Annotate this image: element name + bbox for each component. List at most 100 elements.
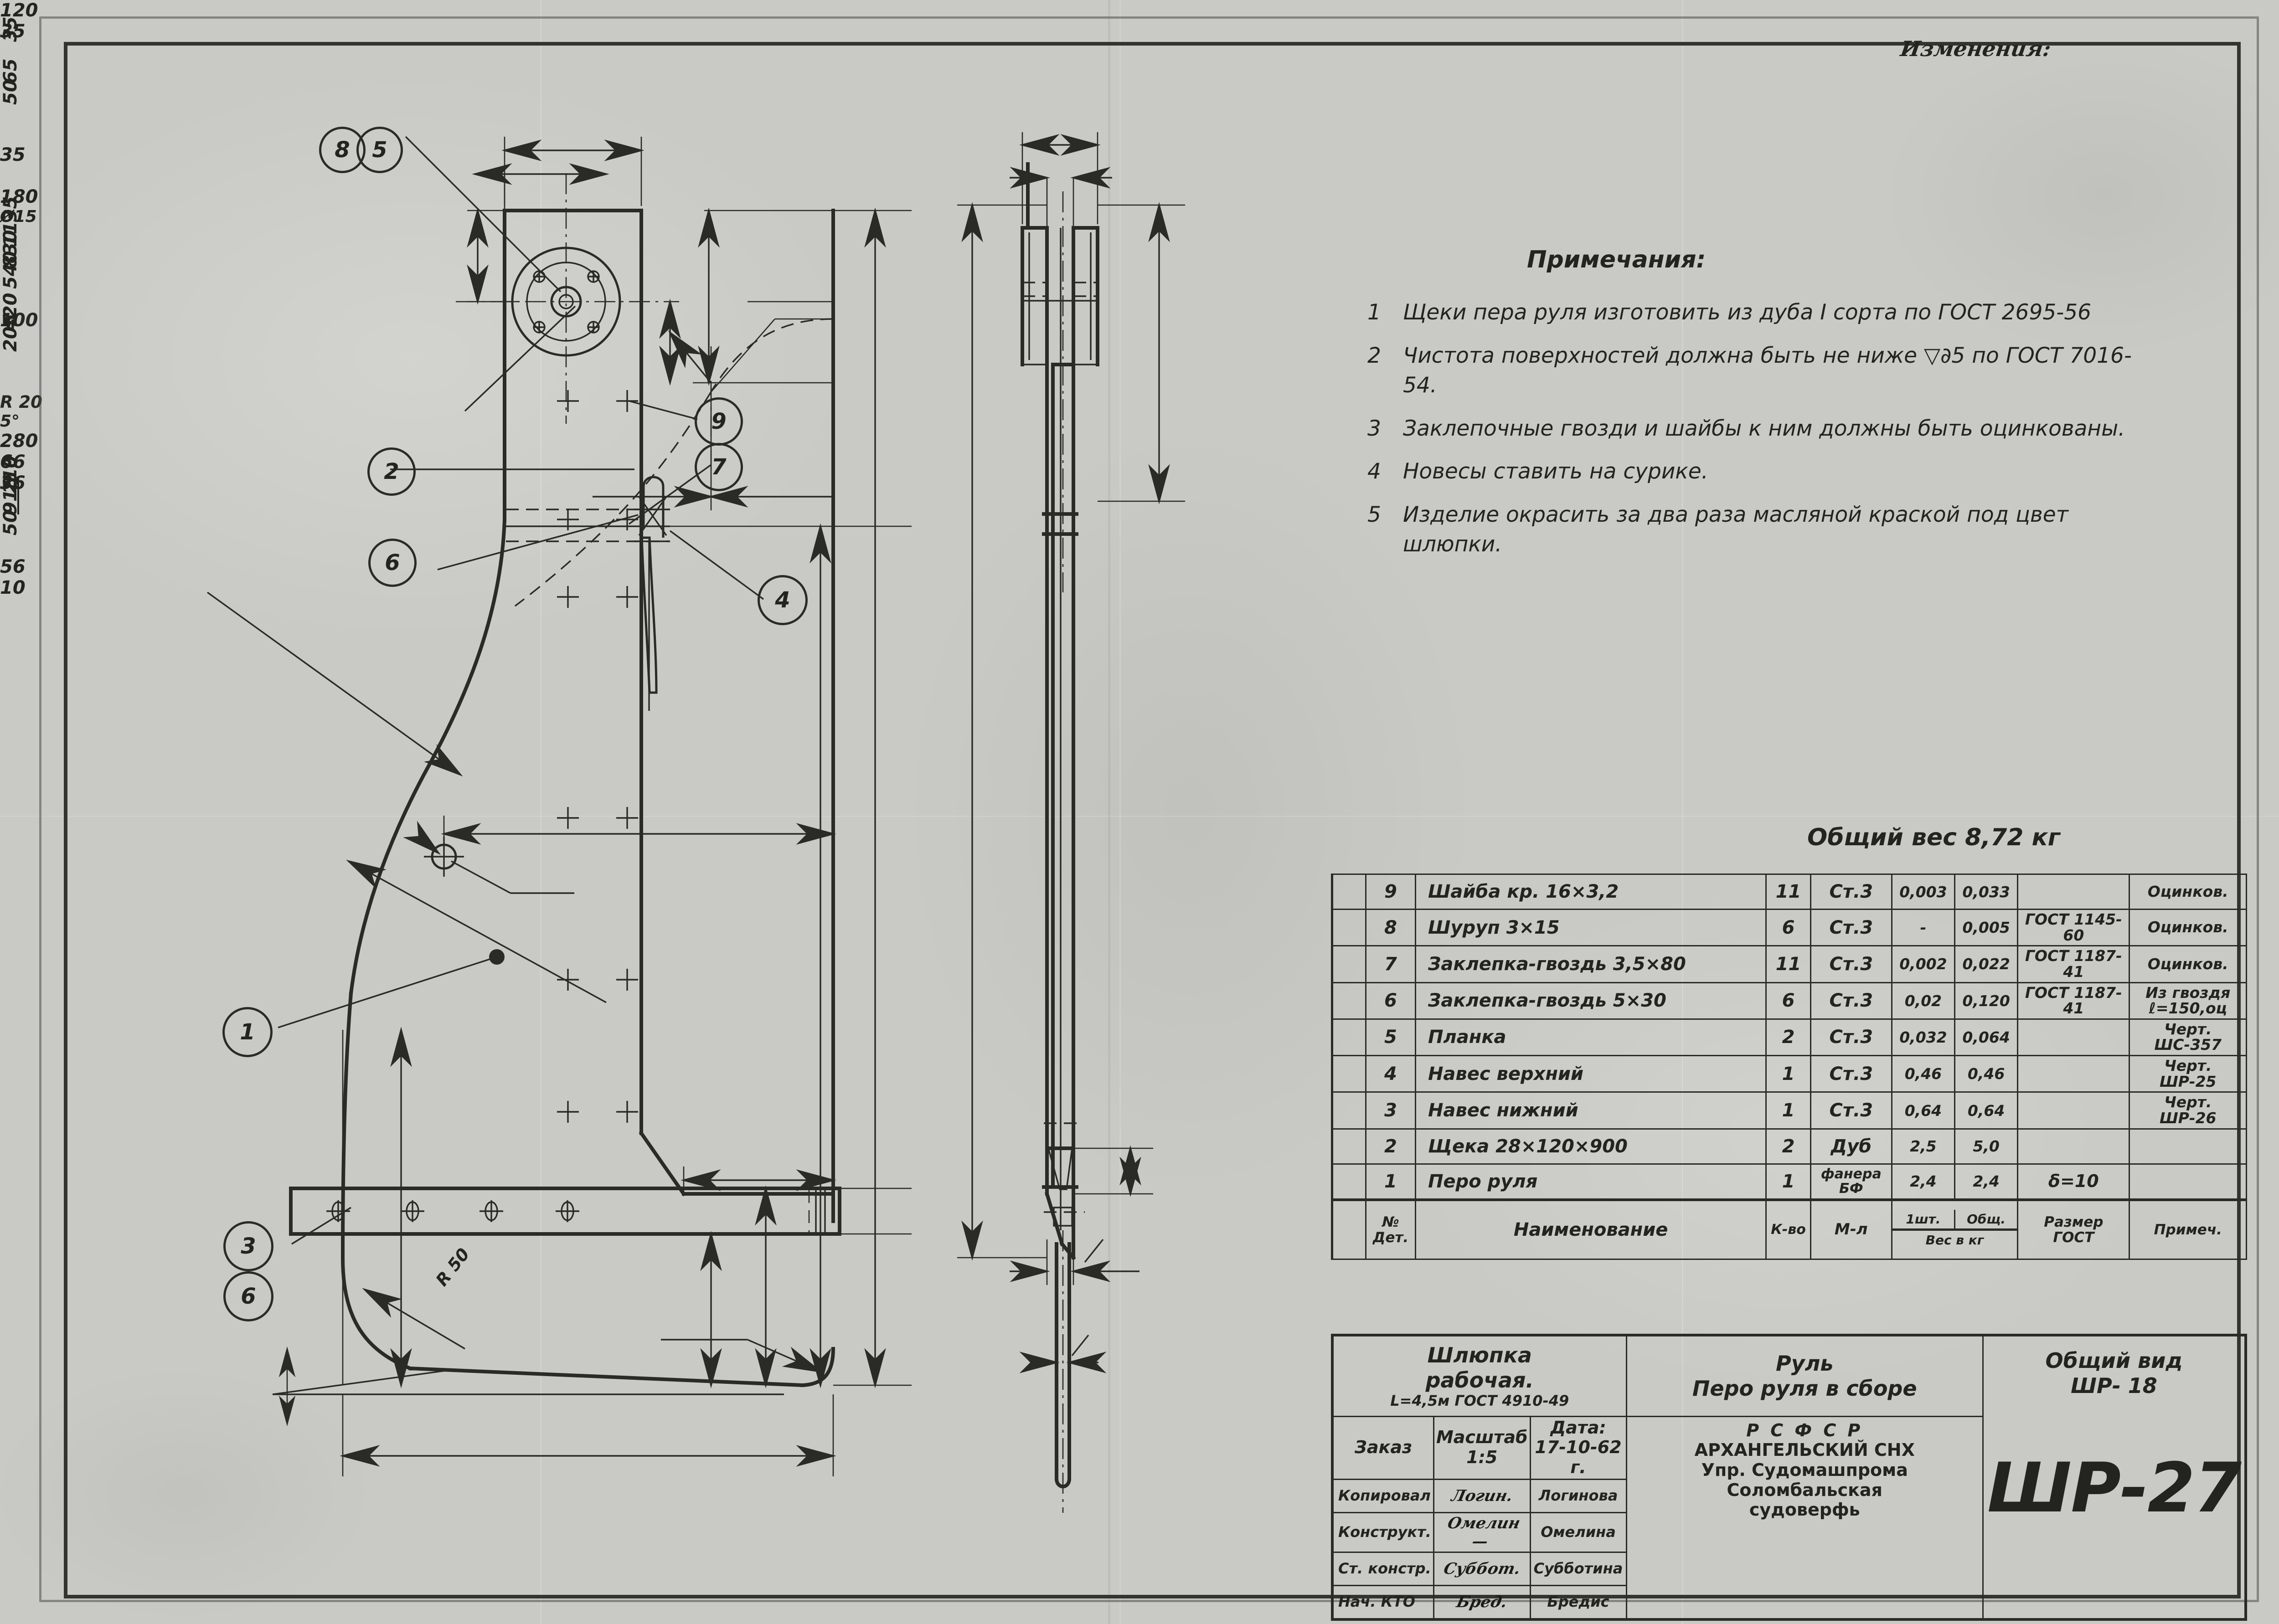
bom-material: фанера БФ [1810,1163,1892,1201]
bom-size-gost: δ=10 [2017,1163,2130,1201]
dim-r20: R 20 [0,392,42,412]
scale-label: Масштаб [1436,1427,1528,1448]
notes-title: Примечания: [1527,246,1706,273]
dim-36: 36 [0,473,26,493]
table-row: 2 Щека 28×120×900 2 Дуб 2,5 5,0 [1331,1128,2247,1165]
dim-dia-15: Ø15 [0,207,37,226]
part-name-cell: Руль Перо руля в сборе [1625,1334,1984,1417]
bom-item-number: 9 [1365,874,1416,910]
fold-highlight-center [1119,0,1121,1624]
signature-row: Конструкт. Омелин — Омелина [1331,1511,2246,1553]
dim-50-side: 50 [0,510,21,535]
bom-spacer [1331,1198,1366,1260]
role-label: Ст. констр. [1331,1551,1434,1586]
fold-highlight-left [540,0,541,1624]
signature-row: Ст. констр. Суббот. Субботина [1331,1551,2246,1586]
scale-cell: Масштаб 1:5 [1433,1415,1531,1480]
bom-header-weight-total: Общ. [1967,1212,2006,1227]
org-line-1: Р С Ф С Р [1746,1420,1863,1440]
bom-weight-unit: 0,64 [1891,1091,1956,1130]
dim-120: 120 [0,0,38,21]
dim-35-mid: 35 [0,144,26,165]
bom-header-size-gost: Размер ГОСТ [2017,1198,2130,1260]
bom-header-material: М-л [1810,1198,1892,1260]
bom-weight-total: 0,022 [1954,945,2019,983]
bom-note: Черт. ШС-357 [2129,1018,2247,1057]
note-item: 1 Щеки пера руля изготовить из дуба I сор… [1367,298,2142,328]
person-name: Бредис [1529,1584,1627,1620]
bom-material: Ст.3 [1810,908,1892,947]
bom-spacer [1331,1128,1366,1165]
bom-note: Оцинков. [2129,874,2247,910]
bom-qty: 2 [1765,1128,1811,1165]
bom-weight-unit: 0,003 [1891,874,1956,910]
sheet-outer-border [39,16,2259,1602]
balloon-5[interactable]: 5 [356,127,403,173]
org-line-2: АРХАНГЕЛЬСКИЙ СНХ [1694,1440,1915,1460]
note-text: Чистота поверхностей должна быть не ниже… [1403,343,2132,398]
bom-weight-unit: 2,4 [1891,1163,1956,1201]
bom-material: Ст.3 [1810,1091,1892,1130]
balloon-2[interactable]: 2 [367,447,416,496]
bom-item-number: 8 [1365,908,1416,947]
bom-qty: 6 [1765,982,1811,1020]
dim-100: 100 [0,310,38,331]
balloon-9[interactable]: 9 [695,397,743,446]
signature-cell: Омелин — [1433,1511,1531,1553]
bom-spacer [1331,1055,1366,1093]
bom-note: Черт. ШР-25 [2129,1055,2247,1093]
bom-item-name: Навес нижний [1414,1091,1767,1130]
bom-size-gost: ГОСТ 1187-41 [2017,945,2130,983]
bom-note [2129,1163,2247,1201]
balloon-4[interactable]: 4 [758,575,808,625]
bom-size-gost [2017,1055,2130,1093]
product-line-3: L=4,5м ГОСТ 4910-49 [1390,1392,1569,1410]
balloon-7[interactable]: 7 [695,443,743,491]
bom-item-number: 2 [1365,1128,1416,1165]
dim-280: 280 [0,431,38,452]
bom-weight-unit: 2,5 [1891,1128,1956,1165]
signature-cell: Суббот. [1433,1551,1531,1586]
title-block: Шлюпка рабочая. L=4,5м ГОСТ 4910-49 Руль… [1331,1334,2247,1621]
bom-spacer [1331,1018,1366,1057]
note-number: 3 [1367,416,1381,441]
signature-cell: Бред. [1433,1584,1531,1620]
product-name-cell: Шлюпка рабочая. L=4,5м ГОСТ 4910-49 [1331,1334,1627,1417]
note-number: 4 [1367,459,1381,484]
bom-item-name: Шайба кр. 16×3,2 [1414,874,1767,910]
table-row: 4 Навес верхний 1 Ст.3 0,46 0,46 Черт. Ш… [1331,1055,2247,1093]
balloon-6-lower[interactable]: 6 [223,1271,273,1321]
part-line-1: Руль [1776,1351,1834,1376]
product-line-1: Шлюпка [1427,1343,1532,1367]
note-text: Щеки пера руля изготовить из дуба I сорт… [1403,300,2092,325]
note-text: Изделие окрасить за два раза масляной кр… [1403,502,2069,557]
person-name: Омелина [1529,1511,1627,1553]
balloon-6-upper[interactable]: 6 [368,539,417,587]
product-line-2: рабочая. [1425,1368,1534,1393]
bom-note [2129,1128,2247,1165]
balloon-3[interactable]: 3 [223,1221,273,1271]
table-row: 3 Навес нижний 1 Ст.3 0,64 0,64 Черт. ШР… [1331,1091,2247,1130]
bom-note: Черт. ШР-26 [2129,1091,2247,1130]
dim-180: 180 [0,186,38,207]
balloon-1[interactable]: 1 [222,1007,273,1057]
bom-size-gost: ГОСТ 1145-60 [2017,908,2130,947]
org-line-3: Упр. Судомашпрома [1701,1460,1908,1480]
bom-spacer [1331,1091,1366,1130]
bom-qty: 1 [1765,1055,1811,1093]
bom-weight-total: 0,064 [1954,1018,2019,1057]
person-name: Логинова [1529,1478,1627,1513]
note-number: 1 [1367,300,1381,325]
bom-item-name: Навес верхний [1414,1055,1767,1093]
bom-note: Из гвоздя ℓ=150,оц [2129,982,2247,1020]
org-line-4: Соломбальская [1727,1480,1882,1500]
bom-material: Ст.3 [1810,945,1892,983]
drawing-code: ШР-27 [1987,1449,2242,1528]
bom-header-qty: К-во [1765,1198,1811,1260]
bom-spacer [1331,1163,1366,1201]
bom-weight-unit: 0,032 [1891,1018,1956,1057]
bom-weight-unit: 0,02 [1891,982,1956,1020]
